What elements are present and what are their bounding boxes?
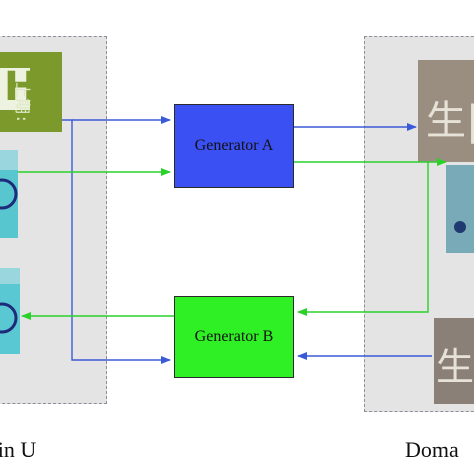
- domain-u-image-top: H 上期: 20: [0, 52, 62, 132]
- domain-v-image-top-glyph: 生|: [426, 98, 474, 144]
- domain-v-image-middle: [446, 165, 474, 253]
- domain-u-image-middle: [0, 150, 18, 238]
- generator-a-box: Generator A: [174, 104, 294, 188]
- domain-u-label: ain U: [0, 437, 37, 462]
- domain-v-image-bottom-glyph: 生|: [436, 345, 474, 389]
- domain-u-image-bottom: [0, 268, 20, 354]
- domain-v-image-top: 生|: [418, 60, 474, 162]
- domain-u-image-top-glyph: H: [4, 64, 38, 110]
- generator-a-label: Generator A: [194, 137, 274, 154]
- arrow-u-top-to-generator-a: [62, 119, 171, 364]
- generator-b-box: Generator B: [174, 296, 294, 378]
- arrow-generator-a-to-v-middle: [294, 161, 429, 316]
- generator-b-label: Generator B: [194, 328, 274, 345]
- domain-v-image-bottom: 生|: [434, 318, 474, 404]
- domain-v-label: Doma: [405, 437, 459, 462]
